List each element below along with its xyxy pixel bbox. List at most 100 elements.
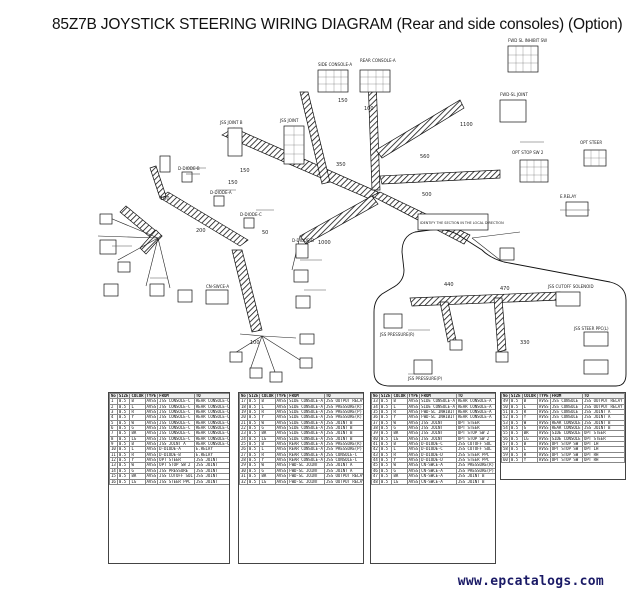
connector-pins: [284, 46, 606, 182]
table-cell: AVSS: [536, 435, 551, 443]
table-cell: REAR CONSOLE-C: [193, 403, 230, 411]
harness-lower-drop: [493, 297, 507, 353]
table-cell: 50: [501, 403, 510, 411]
connector-lower-small-2: [495, 351, 509, 363]
table-cell: FWD-SL JOINT: [287, 478, 325, 485]
watermark: www.epcatalogs.com: [457, 574, 604, 589]
connector-callout-box: [417, 213, 489, 231]
table-cell: JSS OUTPUT RELAY: [581, 398, 625, 405]
table-cell: AVSS: [536, 457, 551, 464]
table-cell: AVSS: [274, 457, 289, 464]
table-cell: REAR CONSOLE-A: [287, 446, 325, 453]
table-cell: JSS CONSOLE: [549, 408, 583, 416]
connector-jss-pressure-r: [383, 313, 403, 329]
connector-jss-relay-a: [159, 155, 171, 173]
table-cell: JSS JOINT A: [323, 467, 363, 475]
connector-mid-1: [295, 243, 309, 259]
connector-label: REAR CONSOLE-A: [360, 58, 396, 63]
table-cell: JSS JOINT B: [323, 435, 363, 443]
table-cell: 58: [501, 446, 510, 453]
table-cell: No: [109, 393, 118, 400]
table-cell: JSS JOINT B: [455, 478, 495, 485]
table-cell: OPT STOP SW: [549, 446, 583, 453]
connector-right-mid: [499, 247, 515, 261]
table-cell: 30: [239, 467, 248, 475]
table-cell: 4: [109, 414, 118, 421]
connector-mid-2: [293, 269, 309, 283]
table-cell: 15: [109, 473, 118, 480]
connector-mid-3: [295, 295, 311, 309]
table-cell: FWD-SL JOINT: [287, 462, 325, 469]
table-cell: OPT STOP SW 2: [157, 462, 195, 469]
table-cell: 3: [109, 408, 118, 416]
table-cell: AVSS: [274, 425, 289, 432]
connector-label: JSS JOINT: [279, 118, 299, 123]
table-cell: E.RELAY: [193, 446, 229, 453]
table-cell: JSS JOINT: [193, 467, 229, 475]
table-cell: AVSS: [144, 425, 159, 432]
table-cell: 0.5: [378, 478, 393, 485]
connector-jss-steer-ppc: [583, 331, 609, 347]
table-cell: AVSS: [144, 414, 159, 421]
table-cell: 34: [371, 403, 380, 411]
table-cell: AVSS: [274, 419, 289, 427]
table-cell: AVSS: [274, 414, 289, 421]
table-cell: SIDE CONSOLE-A: [287, 403, 325, 411]
table-cell: JSS CONSOLE: [549, 414, 583, 421]
connector-lower-small: [449, 339, 463, 351]
harness-branch-left: [159, 191, 249, 247]
table-cell: TYPE: [406, 393, 421, 400]
connector-label: JSS PRESSURE(P): [407, 376, 443, 381]
table-cell: AVSS: [274, 473, 289, 480]
segment-length: 1000: [318, 240, 331, 246]
table-cell: JSS JOINT A: [581, 414, 625, 421]
table-cell: LG: [259, 478, 276, 485]
table-cell: AVSS: [144, 446, 159, 453]
table-cell: JSS CONSOLE: [549, 398, 583, 405]
table-cell: JSS PRESSURE(R): [323, 403, 363, 411]
table-cell: AVSS: [406, 425, 421, 432]
harness-bundles: [119, 77, 561, 353]
table-cell: JSS JOINT B: [323, 419, 363, 427]
table-cell: JSS JOINT A: [323, 462, 363, 469]
connector-label: JSS CUTOFF SOLENOID: [547, 284, 594, 289]
table-cell: 18: [239, 403, 248, 411]
table-cell: AVSS: [144, 430, 159, 437]
table-cell: AVSS: [536, 414, 551, 421]
segment-length: 50: [262, 230, 268, 236]
table-cell: OPT STOP SW: [549, 451, 583, 459]
table-cell: REAR CONSOLE-A: [287, 451, 325, 459]
table-cell: AVSS: [274, 467, 289, 475]
table-cell: JSS CUTOFF SOL: [455, 446, 495, 453]
table-cell: AVSS: [144, 403, 159, 411]
table-cell: AVSS: [144, 467, 159, 475]
table-cell: REAR CONSOLE-A: [287, 441, 325, 448]
connector-bottom-3: [269, 371, 283, 383]
table-cell: SIDE CONSOLE-A: [287, 425, 325, 432]
table-cell: 14: [109, 467, 118, 475]
table-cell: Y: [521, 457, 538, 464]
table-cell: JSS CONSOLE-C: [157, 408, 195, 416]
segment-length: 150: [240, 168, 250, 174]
table-cell: JSS CONSOLE-C: [157, 419, 195, 427]
table-cell: SIDE CONSOLE-A: [287, 398, 325, 405]
table-cell: AVSS: [144, 435, 159, 443]
table-cell: JSS JOINT B: [323, 425, 363, 432]
table-cell: JSS STEER PPC: [455, 451, 495, 459]
table-cell: 27: [239, 451, 248, 459]
table-cell: FWD-SL JOINT: [287, 473, 325, 480]
table-cell: COLOR: [521, 393, 538, 400]
